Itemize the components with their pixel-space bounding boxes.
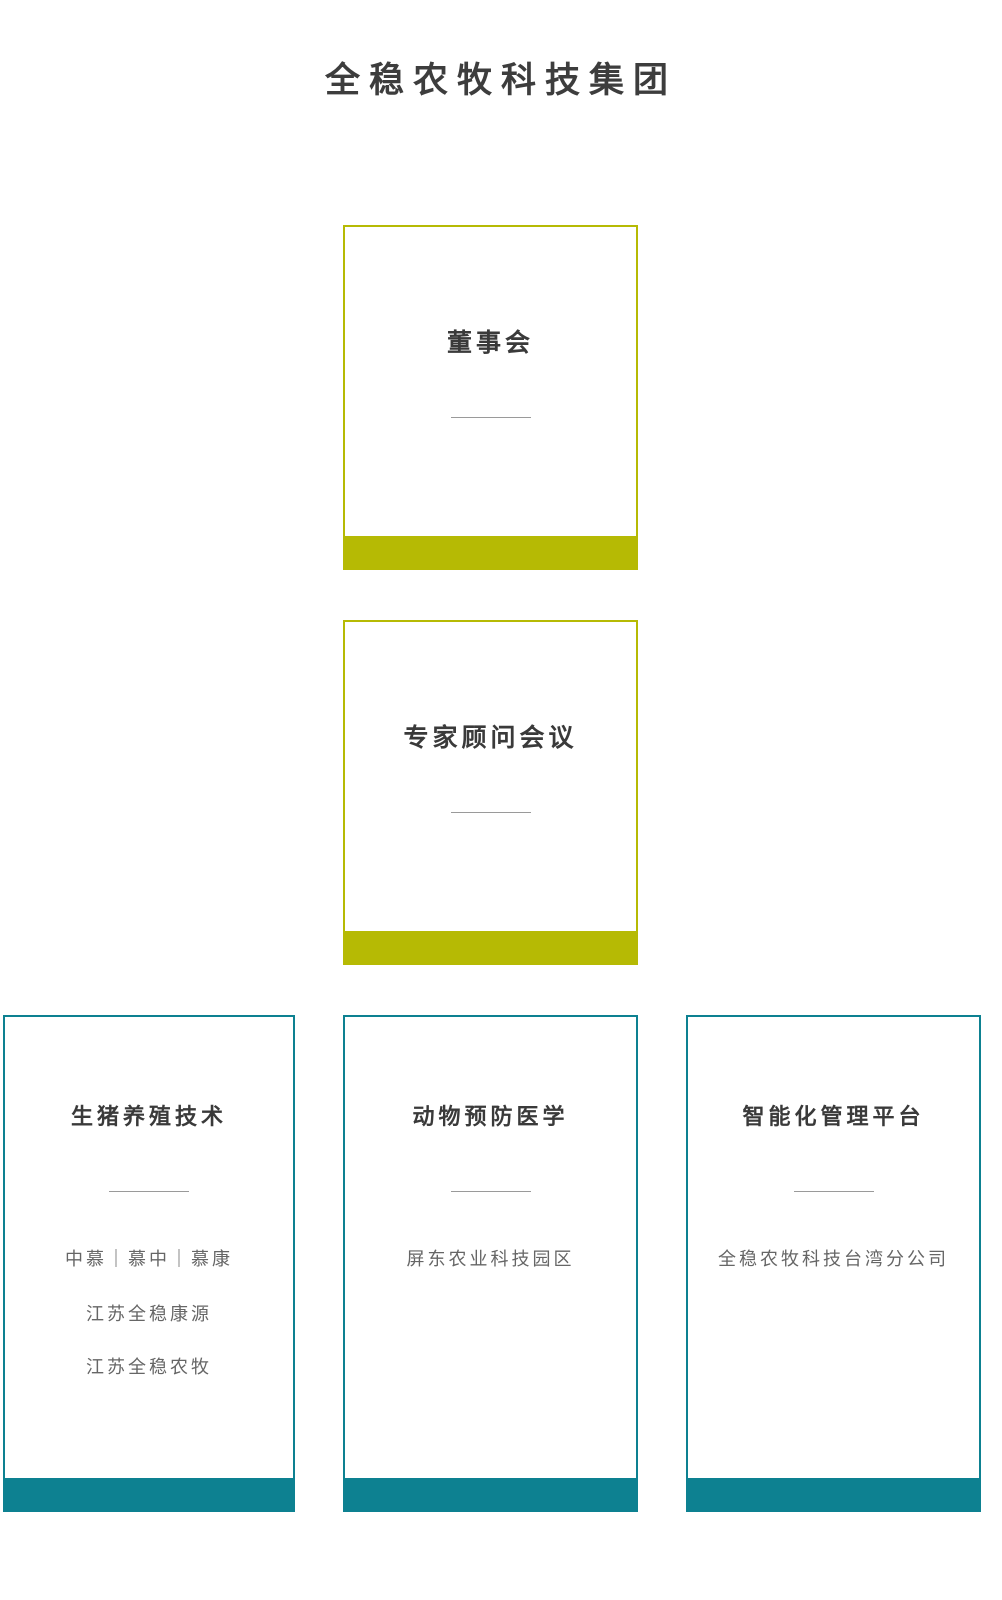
division-card-accent-bar xyxy=(343,1480,638,1512)
division-card-divider xyxy=(109,1191,189,1192)
advisory-card-divider xyxy=(450,812,531,813)
division-subsidiary: 屏东农业科技园区 xyxy=(406,1249,575,1269)
division-card-title: 动物预防医学 xyxy=(412,1104,569,1129)
advisory-card-title: 专家顾问会议 xyxy=(403,724,578,752)
advisory-card: 专家顾问会议 xyxy=(343,620,638,965)
division-card-accent-bar xyxy=(3,1480,295,1512)
board-card-accent-bar xyxy=(343,538,638,570)
board-card-body: 董事会 xyxy=(343,225,638,538)
division-card-body: 智能化管理平台 全稳农牧科技台湾分公司 xyxy=(686,1015,981,1480)
division-subsidiary: 中慕｜慕中｜慕康 xyxy=(65,1249,233,1269)
division-card-smart-management: 智能化管理平台 全稳农牧科技台湾分公司 xyxy=(686,1015,981,1512)
division-card-body: 动物预防医学 屏东农业科技园区 xyxy=(343,1015,638,1480)
division-card-body: 生猪养殖技术 中慕｜慕中｜慕康 江苏全稳康源 江苏全稳农牧 xyxy=(3,1015,295,1480)
board-card: 董事会 xyxy=(343,225,638,570)
advisory-card-accent-bar xyxy=(343,933,638,965)
page-title: 全稳农牧科技集团 xyxy=(324,61,677,100)
division-subsidiary: 全稳农牧科技台湾分公司 xyxy=(718,1249,949,1269)
division-card-accent-bar xyxy=(686,1480,981,1512)
division-card-veterinary-medicine: 动物预防医学 屏东农业科技园区 xyxy=(343,1015,638,1512)
division-card-divider xyxy=(450,1191,531,1192)
division-subsidiary: 江苏全稳康源 xyxy=(86,1304,212,1324)
division-card-divider xyxy=(793,1191,874,1192)
division-card-title: 智能化管理平台 xyxy=(742,1104,925,1129)
division-subsidiary: 江苏全稳农牧 xyxy=(86,1357,212,1377)
board-card-divider xyxy=(450,417,531,418)
division-card-pig-breeding: 生猪养殖技术 中慕｜慕中｜慕康 江苏全稳康源 江苏全稳农牧 xyxy=(3,1015,295,1512)
advisory-card-body: 专家顾问会议 xyxy=(343,620,638,933)
board-card-title: 董事会 xyxy=(446,329,534,357)
division-card-title: 生猪养殖技术 xyxy=(70,1104,227,1129)
